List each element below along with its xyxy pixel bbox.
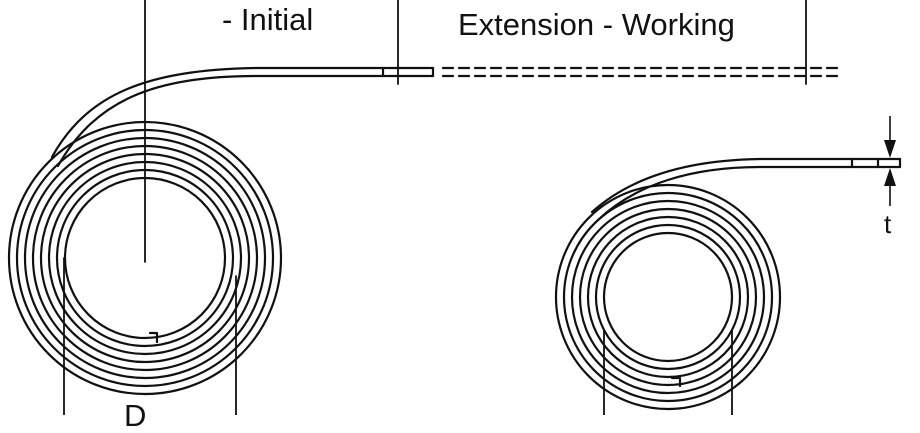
inner-diameter-label: D (124, 398, 147, 433)
thickness-label: t (884, 209, 892, 239)
left-spring-strip (50, 66, 435, 168)
left-coil-inner-end (148, 331, 159, 344)
initial-extension-label: - Initial (222, 2, 314, 37)
right-spring-strip (590, 157, 902, 222)
thickness-arrows (884, 116, 896, 206)
dimension-lines (63, 0, 807, 415)
right-spring-coil (554, 183, 782, 411)
working-extension-label: Extension - Working (458, 7, 735, 42)
arrow-down-icon (884, 140, 896, 158)
right-diameter-lines (603, 329, 733, 415)
right-coil-inner-end (670, 376, 682, 388)
spring-diagram (7, 0, 902, 415)
arrow-up-icon (884, 168, 896, 186)
working-extension-dashed-outline (441, 66, 842, 78)
